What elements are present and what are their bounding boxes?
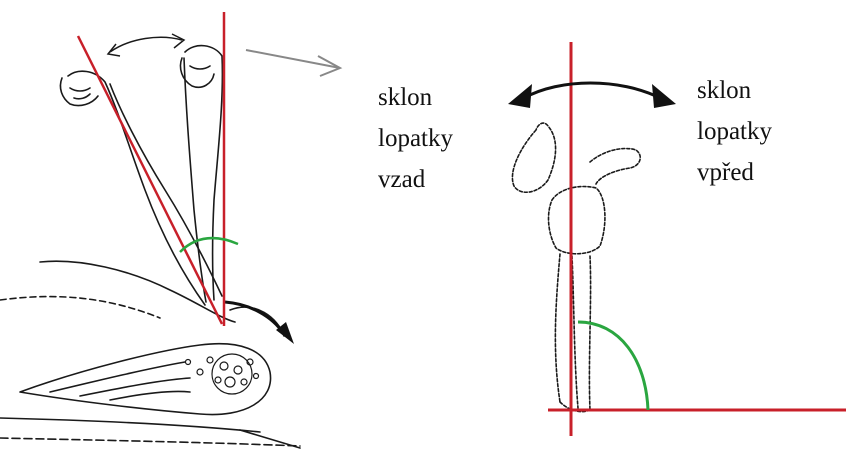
label-tilt-back-line-1: sklon [378,77,453,118]
angle-arc-left [180,238,238,252]
pointer-arrow [246,50,340,76]
label-tilt-forward-line-2: lopatky [697,111,772,152]
rotation-arrow-left [108,34,184,56]
label-tilt-back: sklon lopatky vzad [378,77,453,200]
left-panel [0,46,300,448]
label-tilt-forward: sklon lopatky vpřed [697,70,772,193]
tilt-arrow [508,83,676,108]
scapula-lateral [512,123,640,412]
angle-arc-right [578,322,648,410]
label-tilt-forward-line-1: sklon [697,70,772,111]
label-tilt-forward-line-3: vpřed [697,152,772,193]
arm-back [68,71,205,305]
label-tilt-back-line-2: lopatky [378,118,453,159]
label-tilt-back-line-3: vzad [378,159,453,200]
bone-texture [186,354,259,394]
